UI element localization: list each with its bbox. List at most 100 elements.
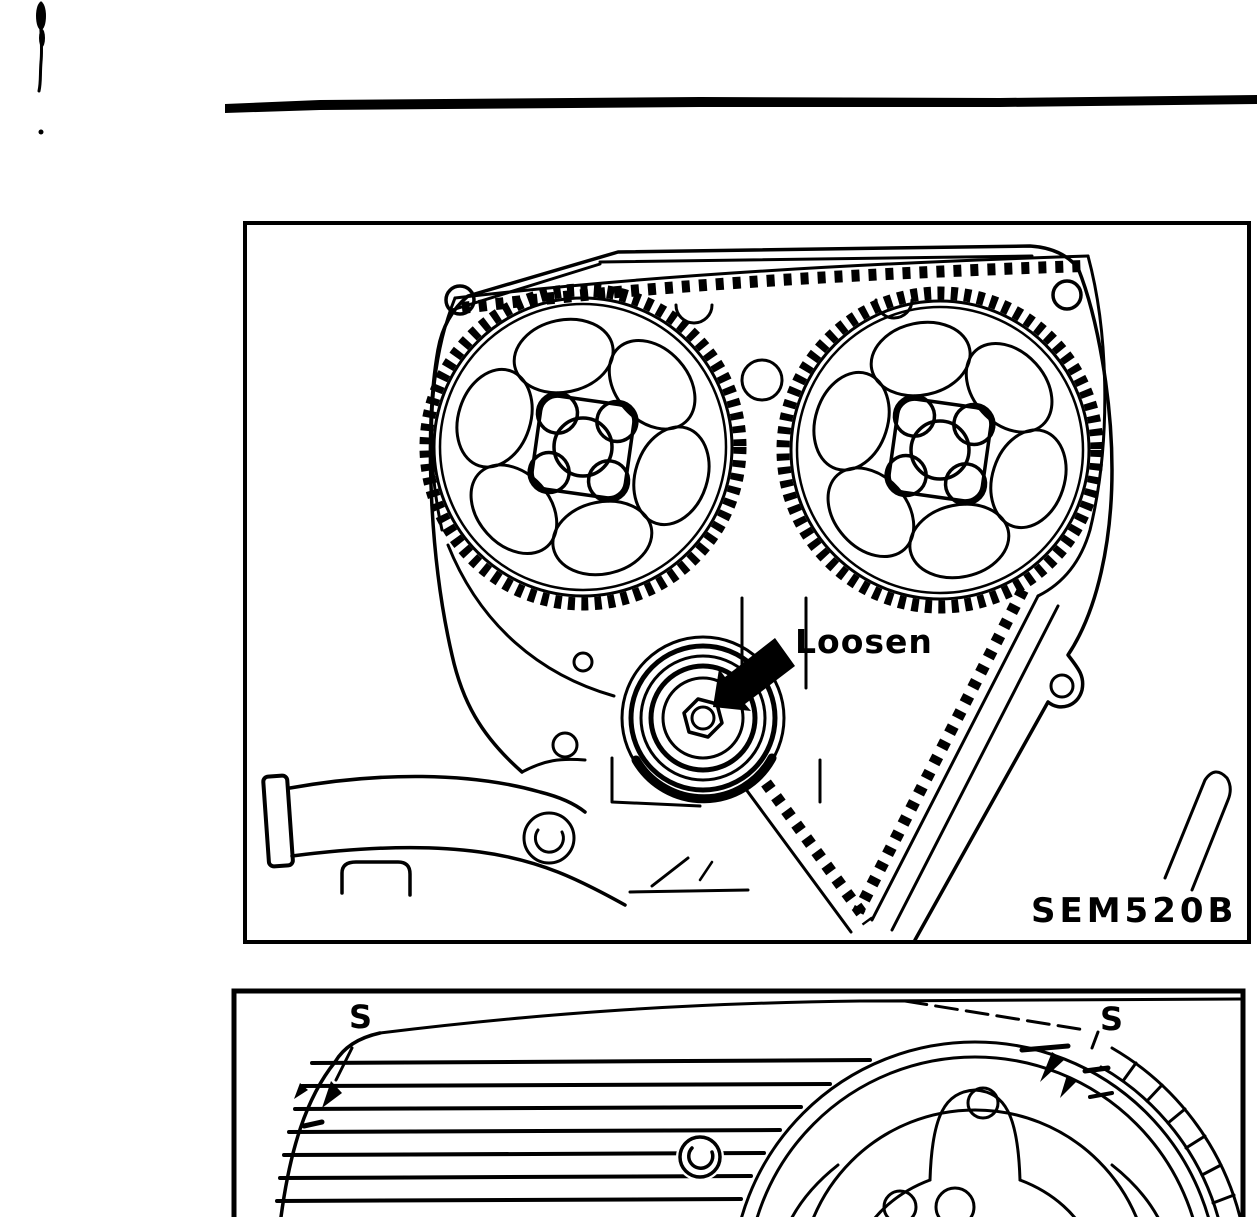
serration-rung — [1166, 1107, 1187, 1125]
mark-pointer-line — [1090, 1030, 1100, 1050]
engine-details — [520, 756, 822, 894]
cover-fin — [310, 1058, 872, 1065]
belt-left-edge — [430, 296, 457, 532]
cover-bolt-hole-left-low — [572, 651, 594, 673]
tensioner-ring2 — [628, 643, 778, 793]
cover-bolt-hole-top-left — [444, 284, 476, 316]
bolt-inner-ring — [687, 1146, 715, 1170]
mark-tick — [1060, 1075, 1076, 1098]
timing-mark-s-right: S — [1100, 1000, 1123, 1038]
mark-dash — [1082, 1065, 1111, 1074]
dipstick-shape — [1163, 770, 1232, 892]
pulley-bolt-hole-1 — [882, 1189, 918, 1217]
pulley-rim2 — [755, 1055, 1195, 1217]
pipe-boss-circle — [522, 811, 576, 865]
belt-lower-run-teeth — [761, 779, 873, 926]
water-inlet-pipe — [261, 773, 627, 907]
camshaft-sprocket-left — [426, 290, 740, 604]
bolt-icon — [676, 1133, 724, 1181]
tensioner-ring4 — [648, 663, 758, 773]
cover-bolt-hole-left-low2 — [551, 731, 579, 759]
cover-fin — [278, 1174, 753, 1180]
mark-dash — [301, 1119, 325, 1129]
mark-arrowhead — [1040, 1052, 1064, 1082]
pulley-spoke-left-outer — [790, 1163, 840, 1217]
contour-left-edge — [279, 1060, 337, 1217]
cover-fin — [293, 1105, 803, 1111]
ink-dot — [38, 129, 44, 135]
contour-corner-curve — [333, 1031, 382, 1064]
pulley-spoke-right-outer — [1110, 1163, 1160, 1217]
belt-right-run-edge2 — [890, 604, 1060, 932]
cover-fin — [275, 1197, 743, 1203]
cover-bolt-hole-center — [740, 358, 784, 402]
timing-mark-arrow-left — [294, 1046, 354, 1129]
cover-fins — [275, 1058, 872, 1203]
pipe-flange — [261, 773, 295, 869]
belt-right-edge — [1036, 254, 1107, 598]
belt-right-run-edge1 — [870, 594, 1040, 922]
pulley-ear — [928, 1088, 1022, 1182]
mark-dash — [1019, 1043, 1071, 1053]
block-edge-1 — [610, 756, 702, 808]
figure-bottom-crank-pulley: S S — [231, 988, 1246, 1217]
mark-arrowhead — [322, 1081, 342, 1108]
pulley-ear-hole — [966, 1086, 1000, 1120]
timing-mark-arrow-right — [1019, 1030, 1114, 1099]
cover-bolt-hole-top-right — [1051, 279, 1083, 311]
pulley-spoke-right-inner — [1018, 1178, 1077, 1217]
timing-belt — [430, 254, 1107, 934]
belt-top-teeth — [461, 260, 1086, 314]
figure-top-timing-belt: Loosen SEM520B — [243, 221, 1251, 944]
serration-rung — [1121, 1061, 1138, 1083]
pulley-bolt-hole-2 — [934, 1186, 976, 1217]
figure-top-frame — [243, 221, 1251, 944]
pipe-bottom-edge — [290, 845, 627, 907]
belt-top-edge — [453, 254, 1090, 300]
belt-serration — [1099, 1046, 1241, 1217]
bolt-outer-ring — [678, 1135, 722, 1179]
cover-fin — [300, 1082, 832, 1088]
pipe-boss-inner — [533, 828, 565, 854]
ink-streak-blob — [36, 2, 46, 30]
tensioner-shadow-arc — [631, 753, 777, 804]
serration-inner-arc — [1099, 1065, 1220, 1217]
top-rule — [225, 95, 1257, 113]
tensioner-pulley — [620, 635, 786, 804]
cover-bracket-bolt-hole — [1049, 673, 1075, 699]
serration-rung — [1211, 1193, 1236, 1205]
pulley-outer-rim — [740, 1040, 1210, 1217]
block-hatch-2 — [698, 860, 714, 882]
figure-bottom-frame — [231, 988, 1246, 1217]
serration-rung — [1145, 1083, 1164, 1103]
crank-pulley — [740, 1040, 1210, 1217]
bolt-mask — [676, 1133, 724, 1181]
ink-streak-blob2 — [39, 29, 45, 47]
cover-top-inner-edge — [598, 254, 1034, 264]
pulley-face — [812, 1108, 1138, 1217]
tensioner-ring3 — [639, 654, 767, 782]
scan-artifacts — [36, 1, 1257, 135]
pulley-spoke-left-inner — [873, 1178, 932, 1217]
loosen-arrow-icon — [713, 638, 795, 711]
block-ledge — [628, 888, 750, 894]
pipe-top-edge — [288, 774, 587, 814]
serration-rung — [1200, 1163, 1223, 1177]
mark-pointer-line — [334, 1046, 354, 1082]
contour-near-frame — [858, 997, 1241, 1003]
mark-dash — [1088, 1091, 1114, 1099]
camshaft-sprocket-right — [783, 293, 1097, 607]
block-hatch-1 — [650, 856, 690, 888]
cover-left-inner-edge — [450, 262, 602, 312]
timing-mark-s-left: S — [349, 998, 372, 1036]
mark-tick — [294, 1083, 308, 1099]
tensioner-nut-center — [690, 705, 716, 731]
timing-cover-outline — [428, 244, 1114, 942]
tensioner-ring5 — [661, 676, 745, 760]
belt-left-run — [446, 543, 616, 698]
cover-pipe-ledge — [520, 757, 587, 774]
cover-scallop-left — [674, 303, 714, 325]
contour-top-solid — [378, 999, 907, 1035]
